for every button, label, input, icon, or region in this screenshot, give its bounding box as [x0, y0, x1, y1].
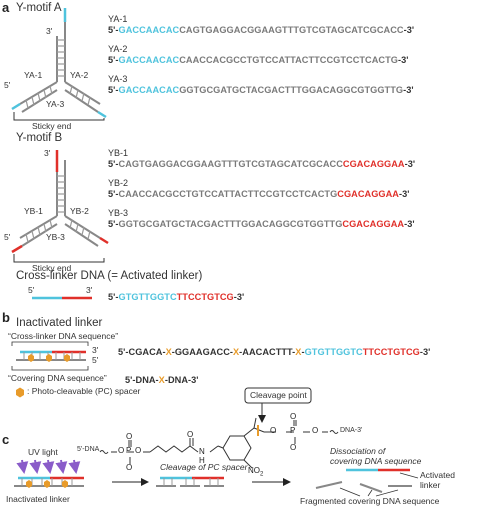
yb3-sequence: 5'-GGTGCGATGCTACGACTTTGGACAGGCGTGGTTGCGA…: [108, 219, 415, 229]
atom-o-3: O: [126, 463, 133, 472]
inactivated-5prime: 5': [92, 355, 99, 365]
ymotif-a-arm-label-1: YA-1: [24, 70, 43, 80]
yb1-sequence: 5'-CAGTGAGGACGGAAGTTTGTCGTAGCATCGCACCCGA…: [108, 159, 416, 169]
ymotif-a-arm-label-3: YA-3: [46, 99, 65, 109]
pc-spacer-legend: : Photo-cleavable (PC) spacer: [27, 386, 141, 396]
crosslinker-title: Cross-linker DNA (= Activated linker): [16, 270, 203, 282]
inactivated-linker-diagram: [11, 341, 89, 371]
panel-c-label: c: [2, 432, 10, 447]
crosslinker-sequence: 5'-GTGTTGGTCTTCCTGTCG-3': [108, 292, 245, 302]
ymotif-a-sticky-end-label: Sticky end: [32, 121, 72, 131]
ymotif-a-diagram: [11, 8, 107, 121]
atom-o-6: O: [270, 426, 277, 435]
atom-h: H: [199, 456, 205, 465]
ymotif-b-5prime: 5': [4, 232, 11, 242]
atom-o-5: O: [187, 430, 194, 439]
atom-p-2: P: [290, 426, 296, 435]
uv-light-label: UV light: [28, 447, 58, 457]
atom-n: N: [199, 447, 205, 456]
ya3-sequence: 5'-GACCAACACGGTGCGATGCTACGACTTTGGACAGGCG…: [108, 85, 414, 95]
ymotif-b-diagram: [11, 150, 109, 263]
pc-spacer-legend-hexagon: [16, 387, 24, 398]
panel-b-label: b: [2, 310, 10, 325]
ymotif-b-title: Y-motif B: [16, 132, 63, 144]
generic-dna-x: 5'-DNA-X-DNA-3': [125, 375, 199, 385]
inactivated-3prime: 3': [92, 345, 99, 355]
inactivated-linker-c: [14, 476, 84, 488]
ya1-sequence: 5'-GACCAACACCAGTGAGGACGGAAGTTTGTCGTAGCAT…: [108, 25, 415, 35]
crosslinker-5prime: 5': [28, 285, 35, 295]
dissociation-label-1: Dissociation of: [330, 446, 386, 456]
yb1-name: YB-1: [108, 148, 129, 158]
atom-o-2: O: [126, 432, 133, 441]
yb2-name: YB-2: [108, 178, 129, 188]
activated-linker-label-2: linker: [420, 480, 441, 490]
cleavage-point-box: [244, 387, 312, 404]
crosslinker-seq-label: “Cross-linker DNA sequence”: [8, 331, 119, 341]
ymotif-a-title: Y-motif A: [16, 2, 62, 14]
covering-seq-label: “Covering DNA sequence”: [8, 373, 107, 383]
pc-spacer-hexagon: [64, 354, 70, 362]
inactivated-sequence: 5'-CGACA-X-GGAAGACC-X-AACACTTT-X-GTGTTGG…: [118, 347, 431, 357]
fragments-pointer: [339, 487, 399, 497]
ya2-sequence: 5'-GACCAACACCAACCACGCCTGTCCATTACTTCCGTCC…: [108, 55, 409, 65]
uv-arrows: [16, 459, 81, 474]
dissociation-label-2: covering DNA sequence: [330, 456, 422, 466]
ymotif-b-arm-label-3: YB-3: [46, 232, 65, 242]
ya1-name: YA-1: [108, 14, 128, 24]
fragments-c: [315, 481, 412, 493]
yb2-sequence: 5'-CAACCACGCCTGTCCATTACTTCCGTCCTCACTGCGA…: [108, 189, 410, 199]
inactivated-linker-c-label: Inactivated linker: [6, 494, 70, 504]
struct-3prime-dna: DNA-3': [340, 427, 363, 434]
ymotif-a-3prime: 3': [46, 26, 53, 36]
ya2-name: YA-2: [108, 44, 128, 54]
ymotif-b-3prime: 3': [44, 148, 51, 158]
fragmented-label: Fragmented covering DNA sequence: [300, 496, 440, 506]
pc-spacer-hexagon: [46, 354, 52, 362]
panel-a-label: a: [2, 0, 10, 15]
cleavage-point-label: Cleavage point: [250, 390, 307, 400]
struct-5prime-dna: 5'-DNA: [77, 446, 100, 453]
inactivated-title: Inactivated linker: [16, 317, 103, 329]
activated-linker-label-1: Activated: [420, 470, 455, 480]
cleaved-linker-c: [156, 476, 224, 487]
atom-no2: NO2: [248, 466, 264, 478]
atom-o-4: O: [135, 446, 142, 455]
atom-o-9: O: [312, 426, 319, 435]
atom-o-7: O: [290, 412, 297, 421]
atom-o-8: O: [290, 443, 297, 452]
pc-spacer-hexagon: [28, 354, 34, 362]
crosslinker-3prime: 3': [86, 285, 93, 295]
yb3-name: YB-3: [108, 208, 129, 218]
pc-spacer-structure: [99, 417, 339, 469]
activated-linker-c: [346, 468, 419, 479]
cleavage-of-pc-label: Cleavage of PC spacer: [160, 462, 248, 472]
ya3-name: YA-3: [108, 74, 128, 84]
ymotif-b-arm-label-1: YB-1: [24, 206, 43, 216]
ymotif-a-arm-label-2: YA-2: [70, 70, 89, 80]
ymotif-a-5prime: 5': [4, 80, 11, 90]
atom-o-1: O: [118, 446, 125, 455]
ymotif-b-sticky-end-label: Sticky end: [32, 263, 72, 273]
atom-p-1: P: [126, 446, 132, 455]
ymotif-b-arm-label-2: YB-2: [70, 206, 89, 216]
